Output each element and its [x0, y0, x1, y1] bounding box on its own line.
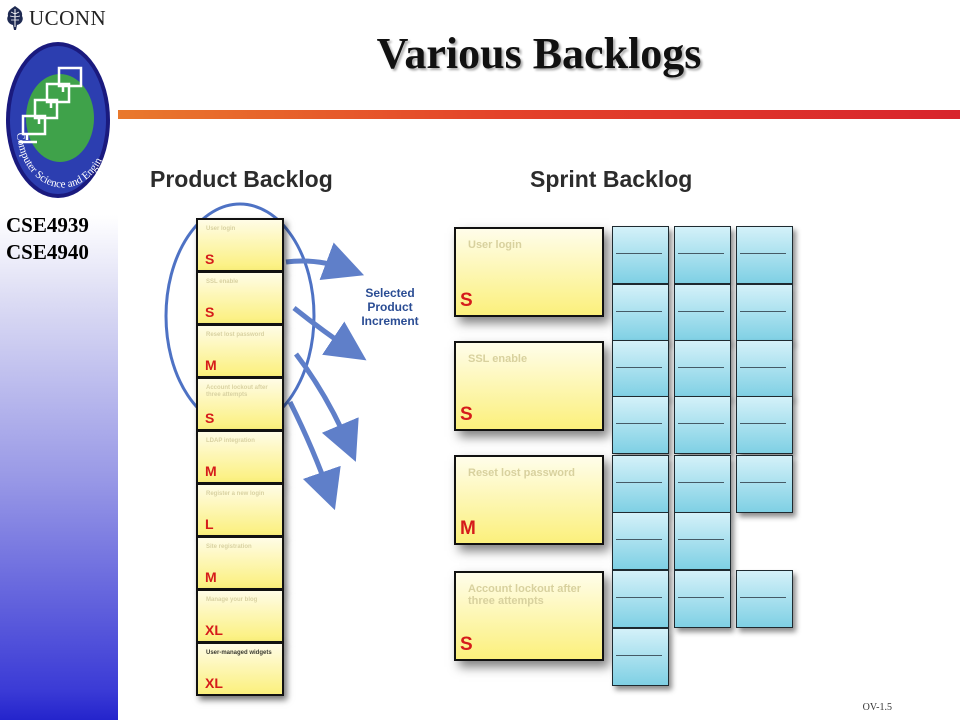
course-code-2: CSE4940 — [6, 240, 89, 264]
task-card — [736, 455, 793, 513]
story-title: Site registration — [206, 544, 252, 550]
selection-arrow-1 — [285, 242, 365, 280]
story-title: LDAP integration — [206, 438, 255, 444]
story-size: S — [205, 304, 215, 320]
selection-arrow-3 — [294, 352, 359, 462]
sprint-story-card: SSL enable S — [454, 341, 604, 431]
task-card — [736, 396, 793, 454]
story-size: S — [460, 404, 473, 425]
story-size: S — [460, 290, 473, 311]
uconn-logo: UCONN — [4, 4, 106, 32]
story-title: Account lockout after three attempts — [468, 583, 582, 607]
story-size: M — [205, 357, 217, 373]
story-size: S — [205, 251, 215, 267]
cse-department-logo: Computer Science and Engineering — [3, 38, 110, 198]
backlog-diagram: Product Backlog Sprint Backlog Selected … — [118, 140, 842, 696]
task-card — [736, 284, 793, 342]
task-card — [736, 340, 793, 398]
selected-increment-label: Selected Product Increment — [361, 286, 419, 328]
task-card — [612, 512, 669, 570]
story-size: L — [205, 516, 214, 532]
product-backlog-card: User login S — [196, 218, 284, 272]
sprint-story-card: Account lockout after three attempts S — [454, 571, 604, 661]
product-backlog-card: LDAP integration M — [196, 430, 284, 484]
story-size: XL — [205, 622, 223, 638]
page-title: Various Backlogs — [376, 29, 702, 78]
task-card — [736, 570, 793, 628]
story-title: Reset lost password — [468, 467, 575, 479]
task-card — [674, 570, 731, 628]
story-size: XL — [205, 675, 223, 691]
story-title: Register a new login — [206, 491, 265, 497]
sprint-story-card: User login S — [454, 227, 604, 317]
selection-arrow-2 — [292, 306, 367, 361]
story-title: User login — [468, 239, 522, 251]
sprint-backlog-title: Sprint Backlog — [530, 166, 693, 192]
task-card — [674, 226, 731, 284]
story-size: M — [205, 569, 217, 585]
task-card — [612, 284, 669, 342]
product-backlog-card: User-managed widgets XL — [196, 642, 284, 696]
task-card — [612, 455, 669, 513]
slide-number: OV-1.5 — [862, 702, 892, 713]
story-title: SSL enable — [206, 279, 239, 285]
task-card — [674, 396, 731, 454]
story-title: Reset lost password — [206, 332, 265, 338]
task-card — [674, 512, 731, 570]
product-backlog-card: Account lockout after three attempts S — [196, 377, 284, 431]
task-card — [736, 226, 793, 284]
product-backlog-card: SSL enable S — [196, 271, 284, 325]
product-backlog-card: Reset lost password M — [196, 324, 284, 378]
task-card — [674, 340, 731, 398]
selection-arrow-4 — [287, 400, 341, 511]
university-name: UCONN — [29, 5, 107, 30]
title-underline-bar — [118, 110, 960, 119]
story-title: User login — [206, 226, 236, 232]
story-title: SSL enable — [468, 353, 528, 365]
task-card — [612, 396, 669, 454]
product-backlog-title: Product Backlog — [150, 166, 333, 192]
product-backlog-card: Manage your blog XL — [196, 589, 284, 643]
story-size: M — [460, 518, 476, 539]
story-title: Account lockout after three attempts — [206, 385, 268, 398]
task-card — [674, 284, 731, 342]
story-size: M — [205, 463, 217, 479]
course-codes: CSE4939 CSE4940 — [6, 212, 89, 266]
task-card — [612, 226, 669, 284]
story-size: S — [460, 634, 473, 655]
oak-leaf-icon — [7, 6, 23, 30]
task-card — [612, 628, 669, 686]
sprint-story-card: Reset lost password M — [454, 455, 604, 545]
task-card — [612, 570, 669, 628]
story-title: User-managed widgets — [206, 650, 272, 656]
story-size: S — [205, 410, 215, 426]
task-card — [612, 340, 669, 398]
product-backlog-card: Register a new login L — [196, 483, 284, 537]
story-title: Manage your blog — [206, 597, 258, 603]
product-backlog-card: Site registration M — [196, 536, 284, 590]
sidebar: UCONN Computer Science and Engineering C… — [0, 0, 118, 720]
course-code-1: CSE4939 — [6, 213, 89, 237]
task-card — [674, 455, 731, 513]
